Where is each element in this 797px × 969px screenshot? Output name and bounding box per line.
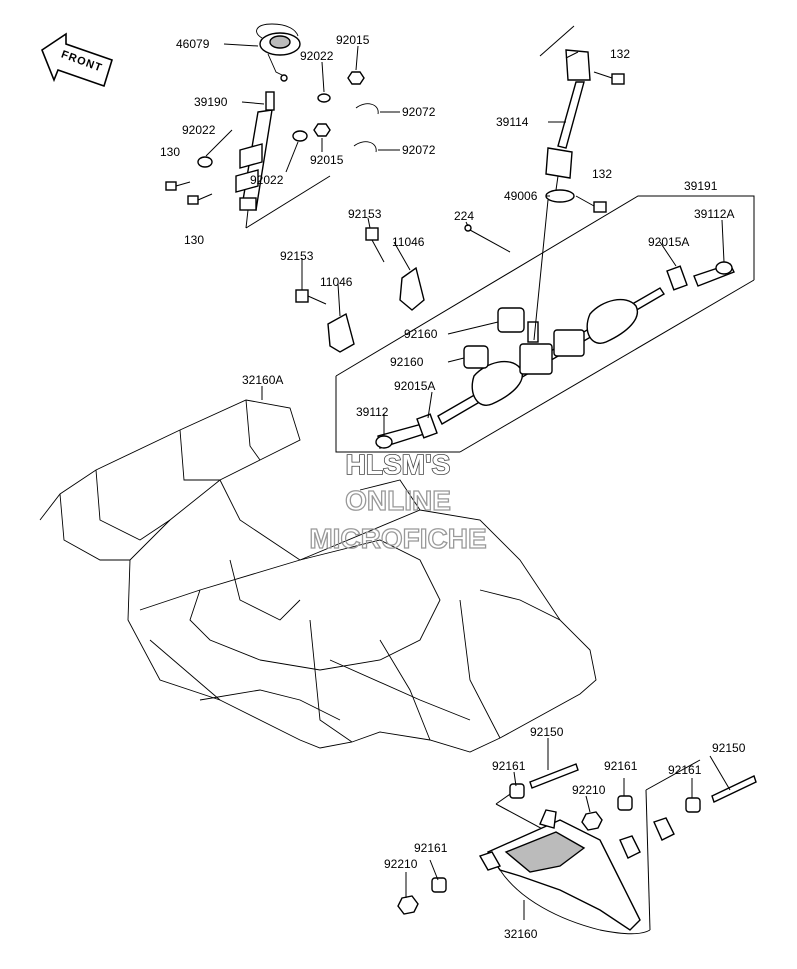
label-39114: 39114 [496, 115, 529, 129]
front-arrow-icon: FRONT [41, 32, 113, 88]
label-92153-top: 92153 [348, 207, 382, 221]
label-92161-b: 92161 [604, 759, 638, 773]
label-132-top: 132 [610, 47, 630, 61]
part-labels: 46079 92015 92022 39190 92072 92022 9201… [160, 33, 746, 941]
watermark-line-3: MICROFICHE [309, 523, 486, 554]
main-frame-outline [39, 399, 597, 753]
label-92022-top: 92022 [300, 49, 334, 63]
watermark-line-1: HLSM'S [346, 449, 451, 480]
label-130-top: 130 [160, 145, 180, 159]
leader-lines [205, 43, 731, 920]
label-132-low: 132 [592, 167, 612, 181]
label-92160-low: 92160 [390, 355, 424, 369]
label-92015A-right: 92015A [648, 235, 689, 249]
label-11046-top: 11046 [392, 235, 425, 249]
label-46079: 46079 [176, 37, 210, 51]
label-92210-top: 92210 [572, 783, 606, 797]
watermark-line-2: ONLINE [345, 485, 451, 516]
label-92161-c: 92161 [668, 763, 702, 777]
steering-rack-assembly [295, 195, 755, 453]
label-39112: 39112 [356, 405, 389, 419]
label-92015-top: 92015 [336, 33, 370, 47]
label-92022-low: 92022 [250, 173, 284, 187]
label-92161-a: 92161 [492, 759, 526, 773]
label-92072-top: 92072 [402, 105, 436, 119]
label-92150-right: 92150 [712, 741, 746, 755]
label-92160-top: 92160 [404, 327, 438, 341]
watermark: HLSM'S ONLINE MICROFICHE [309, 448, 488, 554]
label-39191: 39191 [684, 179, 718, 193]
label-11046-low: 11046 [320, 275, 353, 289]
label-49006: 49006 [504, 189, 538, 203]
label-39190: 39190 [194, 95, 228, 109]
label-92150-left: 92150 [530, 725, 564, 739]
label-130-low: 130 [184, 233, 204, 247]
label-92015-mid: 92015 [310, 153, 344, 167]
label-224: 224 [454, 209, 474, 223]
label-92153-low: 92153 [280, 249, 314, 263]
label-92015A-left: 92015A [394, 379, 435, 393]
label-92022-left: 92022 [182, 123, 216, 137]
front-guard-assembly [397, 759, 757, 935]
steering-shaft-assembly [539, 25, 625, 213]
label-32160: 32160 [504, 927, 538, 941]
label-32160A: 32160A [242, 373, 283, 387]
label-39112A: 39112A [694, 207, 734, 221]
label-92072-mid: 92072 [402, 143, 436, 157]
steering-column-assembly [165, 23, 379, 229]
label-92161-d: 92161 [414, 841, 448, 855]
label-92210-low: 92210 [384, 857, 418, 871]
